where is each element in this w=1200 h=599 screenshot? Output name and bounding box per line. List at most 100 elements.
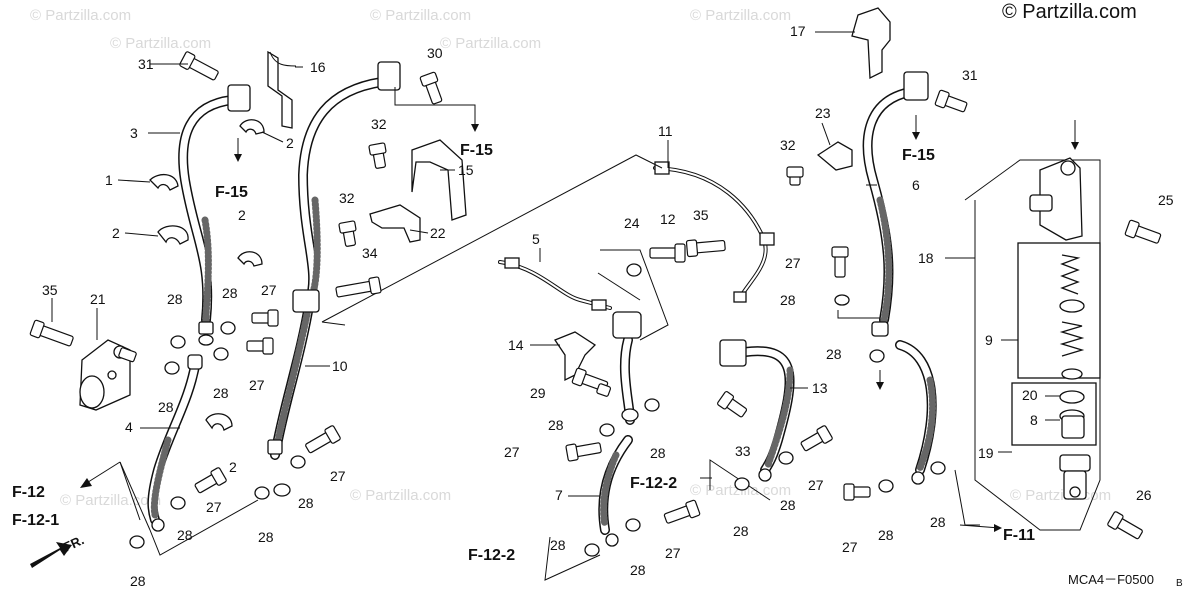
callout-2: 2 (238, 207, 246, 223)
watermark-tile: © Partzilla.com (30, 7, 131, 24)
watermark-tile: © Partzilla.com (350, 487, 451, 504)
front-label: FR. (61, 532, 86, 554)
callout-27: 27 (206, 499, 222, 515)
callout-28: 28 (258, 529, 274, 545)
callout-28: 28 (222, 285, 238, 301)
ref-f12-2: F-12-2 (630, 475, 677, 492)
callout-4: 4 (125, 419, 133, 435)
callout-29: 29 (530, 385, 546, 401)
hose-6 (862, 71, 929, 337)
hose-3 (178, 84, 251, 346)
hose-13 (719, 339, 795, 482)
callout-5: 5 (532, 231, 540, 247)
brake-pipe-11 (653, 161, 775, 303)
callout-28: 28 (733, 523, 749, 539)
callout-28: 28 (167, 291, 183, 307)
watermark-tile: © Partzilla.com (690, 7, 791, 24)
watermark-layer: © Partzilla.com © Partzilla.com © Partzi… (30, 7, 1111, 509)
callout-labels: 31 3 1 2 2 2 2 16 4 35 21 28 28 27 28 28… (42, 23, 1174, 589)
ref-f15: F-15 (902, 147, 935, 164)
diagram-code: MCA4－F0500 (1068, 572, 1154, 587)
callout-27: 27 (808, 477, 824, 493)
callout-10: 10 (332, 358, 348, 374)
ref-f11: F-11 (1003, 527, 1035, 544)
callout-27: 27 (249, 377, 265, 393)
ref-f12: F-12 (12, 484, 45, 501)
hose-7 (598, 311, 642, 547)
callout-28: 28 (930, 514, 946, 530)
callout-7: 7 (555, 487, 563, 503)
callout-28: 28 (548, 417, 564, 433)
hose-lower-right (895, 340, 937, 485)
watermark-tile: © Partzilla.com (370, 7, 471, 24)
part-23-clip (816, 141, 853, 171)
watermark-tile: © Partzilla.com (110, 35, 211, 52)
part-16-bracket (267, 50, 297, 129)
watermark-tile: © Partzilla.com (440, 35, 541, 52)
callout-11: 11 (658, 123, 673, 139)
callout-13: 13 (812, 380, 828, 396)
callout-31: 31 (962, 67, 978, 83)
callout-21: 21 (90, 291, 106, 307)
callout-1: 1 (105, 172, 113, 188)
connector-lines (119, 87, 1101, 581)
callout-17: 17 (790, 23, 806, 39)
callout-9: 9 (985, 332, 993, 348)
leader-lines (51, 31, 1060, 497)
copyright-text: © Partzilla.com (1002, 1, 1137, 23)
callout-28: 28 (298, 495, 314, 511)
callout-2: 2 (229, 459, 237, 475)
callout-27: 27 (261, 282, 277, 298)
callout-14: 14 (508, 337, 524, 353)
callout-16: 16 (310, 59, 326, 75)
flow-arrows (30, 108, 1079, 568)
callout-28: 28 (878, 527, 894, 543)
part-18-valve-assembly (1029, 157, 1083, 241)
callout-2: 2 (112, 225, 120, 241)
callout-28: 28 (826, 346, 842, 362)
callout-28: 28 (213, 385, 229, 401)
watermark-tile: © Partzilla.com (60, 492, 161, 509)
callout-30: 30 (427, 45, 443, 61)
callout-12: 12 (660, 211, 676, 227)
diagram-code-suffix: B (1176, 578, 1183, 589)
washers (129, 263, 946, 557)
callout-24: 24 (624, 215, 640, 231)
part-12-bolt (649, 243, 686, 263)
hose-10 (267, 61, 401, 497)
bolts (29, 51, 1162, 540)
callout-6: 6 (912, 177, 920, 193)
clip-parts (149, 119, 265, 431)
callout-8: 8 (1030, 412, 1038, 428)
part-15-bracket (411, 139, 467, 221)
callout-19: 19 (978, 445, 994, 461)
part-21-cylinder (79, 339, 131, 411)
callout-27: 27 (665, 545, 681, 561)
callout-27: 27 (785, 255, 801, 271)
hose-4 (147, 354, 203, 532)
callout-28: 28 (630, 562, 646, 578)
part-19-seal-stack (1011, 382, 1097, 446)
callout-27: 27 (504, 444, 520, 460)
part-9-spring-stack (1017, 242, 1101, 380)
callout-27: 27 (330, 468, 346, 484)
callout-28: 28 (650, 445, 666, 461)
callout-35: 35 (42, 282, 58, 298)
front-arrow-icon (30, 542, 72, 568)
ref-f15: F-15 (215, 184, 248, 201)
callout-3: 3 (130, 125, 138, 141)
callout-28: 28 (550, 537, 566, 553)
callout-32: 32 (371, 116, 387, 132)
callout-22: 22 (430, 225, 446, 241)
callout-28: 28 (158, 399, 174, 415)
callout-31: 31 (138, 56, 154, 72)
callout-26: 26 (1136, 487, 1152, 503)
callout-20: 20 (1022, 387, 1038, 403)
part-17-bracket (851, 7, 891, 80)
ref-f12-1: F-12-1 (12, 512, 59, 529)
part-22-clamp (369, 204, 421, 243)
callout-32: 32 (780, 137, 796, 153)
ref-f15: F-15 (460, 142, 493, 159)
callout-2: 2 (286, 135, 294, 151)
